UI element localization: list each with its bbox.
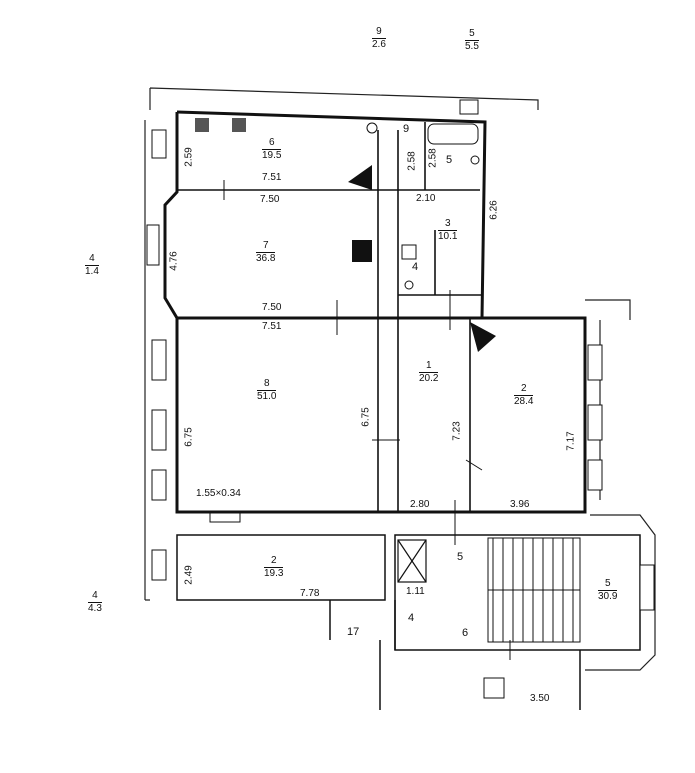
apartment-wall-lower (175, 316, 587, 514)
dim-label-vertical: 4.76 (168, 251, 180, 271)
room-label-6-hall: 6 (462, 627, 469, 639)
room-number: 2 (264, 555, 284, 568)
room-number: 3 (438, 218, 458, 231)
apartment-wall-left-upper (163, 112, 179, 319)
room-number: 2 (514, 383, 534, 396)
dim-label-vertical: 2.58 (427, 148, 439, 168)
room-label-17: 17 (347, 626, 360, 638)
room-number: 5 (598, 578, 618, 591)
room-area: 4.3 (88, 602, 102, 614)
dim-label: 7.51 (262, 321, 282, 332)
room-area: 30.9 (598, 590, 618, 602)
room-area: 10.1 (438, 230, 458, 242)
room-number: 4 (85, 253, 99, 266)
building-outline (144, 87, 539, 601)
dim-label-vertical: 7.23 (451, 421, 463, 441)
dim-label: 7.50 (260, 194, 280, 205)
room-number: 7 (256, 240, 276, 253)
room-number: 4 (88, 590, 102, 603)
room-label-5: 5 (446, 154, 453, 166)
room-area: 51.0 (257, 390, 277, 402)
dim-label-vertical: 6.75 (360, 407, 372, 427)
room-area: 1.4 (85, 265, 99, 277)
dim-label-vertical: 2.58 (406, 151, 418, 171)
dim-label: 7.51 (262, 172, 282, 183)
apartment-wall-upper (176, 110, 487, 319)
room-area: 20.2 (419, 372, 439, 384)
room-label-4: 4 (412, 261, 419, 273)
dim-label: 7.50 (262, 302, 282, 313)
room-number: 8 (257, 378, 277, 391)
room-area: 5.5 (465, 40, 479, 52)
dim-label-vertical: 2.49 (183, 565, 195, 585)
dim-label: 1.11 (406, 586, 425, 597)
dim-label-vertical: 7.17 (565, 431, 577, 451)
room-number: 6 (262, 137, 282, 150)
dim-label: 2.80 (410, 499, 430, 510)
room-label-4-hall: 4 (408, 612, 415, 624)
dim-label: 7.78 (300, 588, 320, 599)
room-number: 9 (372, 26, 386, 39)
room-area: 19.3 (264, 567, 284, 579)
dim-label-vertical: 6.75 (183, 427, 195, 447)
dim-label-vertical: 2.59 (183, 147, 195, 167)
room-area: 28.4 (514, 395, 534, 407)
room-area: 2.6 (372, 38, 386, 50)
dim-label: 3.50 (530, 693, 550, 704)
room-area: 19.5 (262, 149, 282, 161)
dim-label: 1.55×0.34 (196, 488, 241, 499)
room-number: 1 (419, 360, 439, 373)
room-number: 5 (465, 28, 479, 41)
room-label-9: 9 (403, 123, 410, 135)
dim-label: 2.10 (416, 193, 436, 204)
room-area: 36.8 (256, 252, 276, 264)
dim-label: 3.96 (510, 499, 530, 510)
dim-label-vertical: 6.26 (488, 200, 500, 220)
room-label-5-hall: 5 (457, 551, 464, 563)
